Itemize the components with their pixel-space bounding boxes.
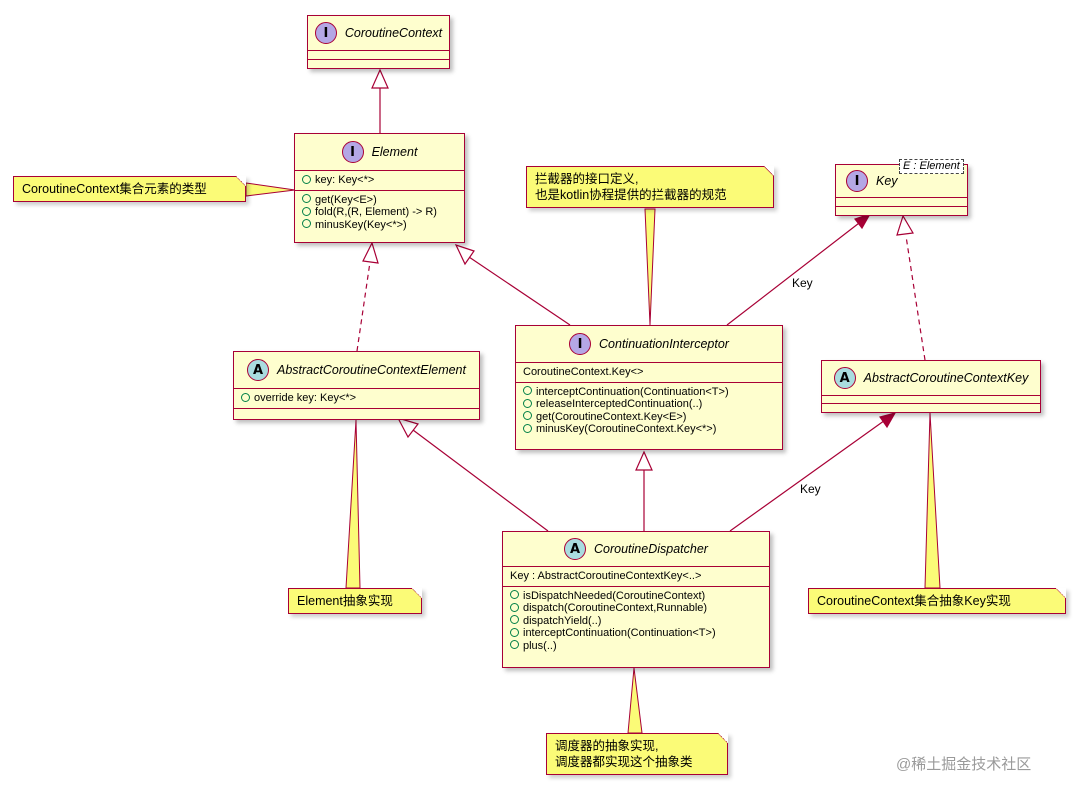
method-row: interceptContinuation(Continuation<T>) xyxy=(510,627,762,640)
note-fold-icon xyxy=(236,176,246,186)
abstract-badge-icon: A xyxy=(564,538,587,560)
class-name: ContinuationInterceptor xyxy=(599,337,729,351)
element-note: CoroutineContext集合元素的类型 xyxy=(13,176,246,202)
connector-abstract-element-note xyxy=(345,419,361,589)
interface-badge-icon: I xyxy=(341,141,364,163)
connector-interceptor-note xyxy=(644,208,656,326)
type-parameter-label: E : Element xyxy=(899,159,964,174)
public-visibility-icon xyxy=(510,640,519,650)
public-visibility-icon xyxy=(523,398,532,408)
method-row: get(Key<E>) xyxy=(302,194,457,207)
method-row: releaseInterceptedContinuation(..) xyxy=(523,398,775,411)
method-row: interceptContinuation(Continuation<T>) xyxy=(523,386,775,399)
arrowhead-interceptor xyxy=(635,450,653,471)
arrowhead-element-right xyxy=(454,243,475,266)
class-name: CoroutineContext xyxy=(344,26,443,40)
public-visibility-icon xyxy=(302,206,311,216)
public-visibility-icon xyxy=(302,194,311,204)
note-fold-icon xyxy=(764,166,774,176)
class-name: Element xyxy=(371,145,418,159)
edge-abstract-key-implements-key xyxy=(905,235,926,361)
field-row: CoroutineContext.Key<> xyxy=(523,366,644,378)
method-row: minusKey(Key<*>) xyxy=(302,219,457,232)
connector-dispatcher-note xyxy=(627,667,643,734)
edge-label-key-lower: Key xyxy=(800,482,821,496)
edge-interceptor-to-key xyxy=(726,219,864,326)
method-row: get(CoroutineContext.Key<E>) xyxy=(523,411,775,424)
public-visibility-icon xyxy=(510,627,519,637)
interceptor-note: 拦截器的接口定义, 也是kotlin协程提供的拦截器的规范 xyxy=(526,166,774,208)
arrowhead-abstract-element xyxy=(396,417,420,439)
public-visibility-icon xyxy=(302,174,311,184)
abstract-badge-icon: A xyxy=(833,367,856,389)
arrowhead-key-interface xyxy=(896,214,914,236)
field-row: override key: Key<*> xyxy=(241,392,472,405)
note-fold-icon xyxy=(1056,588,1066,598)
public-visibility-icon xyxy=(510,602,519,612)
field-row: Key : AbstractCoroutineContextKey<..> xyxy=(510,570,702,582)
interface-badge-icon: I xyxy=(846,170,868,192)
method-row: plus(..) xyxy=(510,640,762,653)
abstract-element-note: Element抽象实现 xyxy=(288,588,422,614)
edge-dispatcher-extends-abstract-element xyxy=(412,429,549,532)
note-fold-icon xyxy=(412,588,422,598)
class-name: Key xyxy=(876,174,898,188)
public-visibility-icon xyxy=(523,386,532,396)
abstract-key-note: CoroutineContext集合抽象Key实现 xyxy=(808,588,1066,614)
edge-label-key-upper: Key xyxy=(792,276,813,290)
interface-badge-icon: I xyxy=(314,22,337,44)
arrowhead-abstract-key-association xyxy=(879,412,897,429)
public-visibility-icon xyxy=(523,423,532,433)
edge-abstract-element-implements-element xyxy=(356,261,371,352)
edge-interceptor-extends-element xyxy=(468,256,571,326)
arrowhead-context xyxy=(371,68,389,89)
connector-element-note xyxy=(245,182,296,197)
field-row: key: Key<*> xyxy=(302,174,457,187)
connector-abstract-key-note xyxy=(924,412,941,589)
public-visibility-icon xyxy=(523,411,532,421)
abstract-coroutine-context-key-class: A AbstractCoroutineContextKey xyxy=(821,360,1041,413)
element-class: I Element key: Key<*> get(Key<E>) fold(R… xyxy=(294,133,465,243)
abstract-coroutine-context-element-class: A AbstractCoroutineContextElement overri… xyxy=(233,351,480,420)
dispatcher-note: 调度器的抽象实现, 调度器都实现这个抽象类 xyxy=(546,733,728,775)
method-row: dispatchYield(..) xyxy=(510,615,762,628)
public-visibility-icon xyxy=(510,590,519,600)
method-row: minusKey(CoroutineContext.Key<*>) xyxy=(523,423,775,436)
continuation-interceptor-class: I ContinuationInterceptor CoroutineConte… xyxy=(515,325,783,450)
arrowhead-key-association xyxy=(854,212,872,230)
interface-badge-icon: I xyxy=(569,333,592,355)
note-fold-icon xyxy=(718,733,728,743)
public-visibility-icon xyxy=(241,392,250,402)
class-name: CoroutineDispatcher xyxy=(594,542,708,556)
public-visibility-icon xyxy=(510,615,519,625)
public-visibility-icon xyxy=(302,219,311,229)
coroutine-context-class: I CoroutineContext xyxy=(307,15,450,69)
key-class: I Key xyxy=(835,164,968,216)
method-row: dispatch(CoroutineContext,Runnable) xyxy=(510,602,762,615)
coroutine-dispatcher-class: A CoroutineDispatcher Key : AbstractCoro… xyxy=(502,531,770,668)
method-row: fold(R,(R, Element) -> R) xyxy=(302,206,457,219)
edge-dispatcher-to-abstract-key xyxy=(729,417,889,532)
class-name: AbstractCoroutineContextKey xyxy=(863,371,1029,385)
abstract-badge-icon: A xyxy=(247,359,269,381)
arrowhead-element-left xyxy=(362,241,379,264)
watermark: @稀土掘金技术社区 xyxy=(896,756,1032,773)
method-row: isDispatchNeeded(CoroutineContext) xyxy=(510,590,762,603)
class-name: AbstractCoroutineContextElement xyxy=(277,363,466,377)
